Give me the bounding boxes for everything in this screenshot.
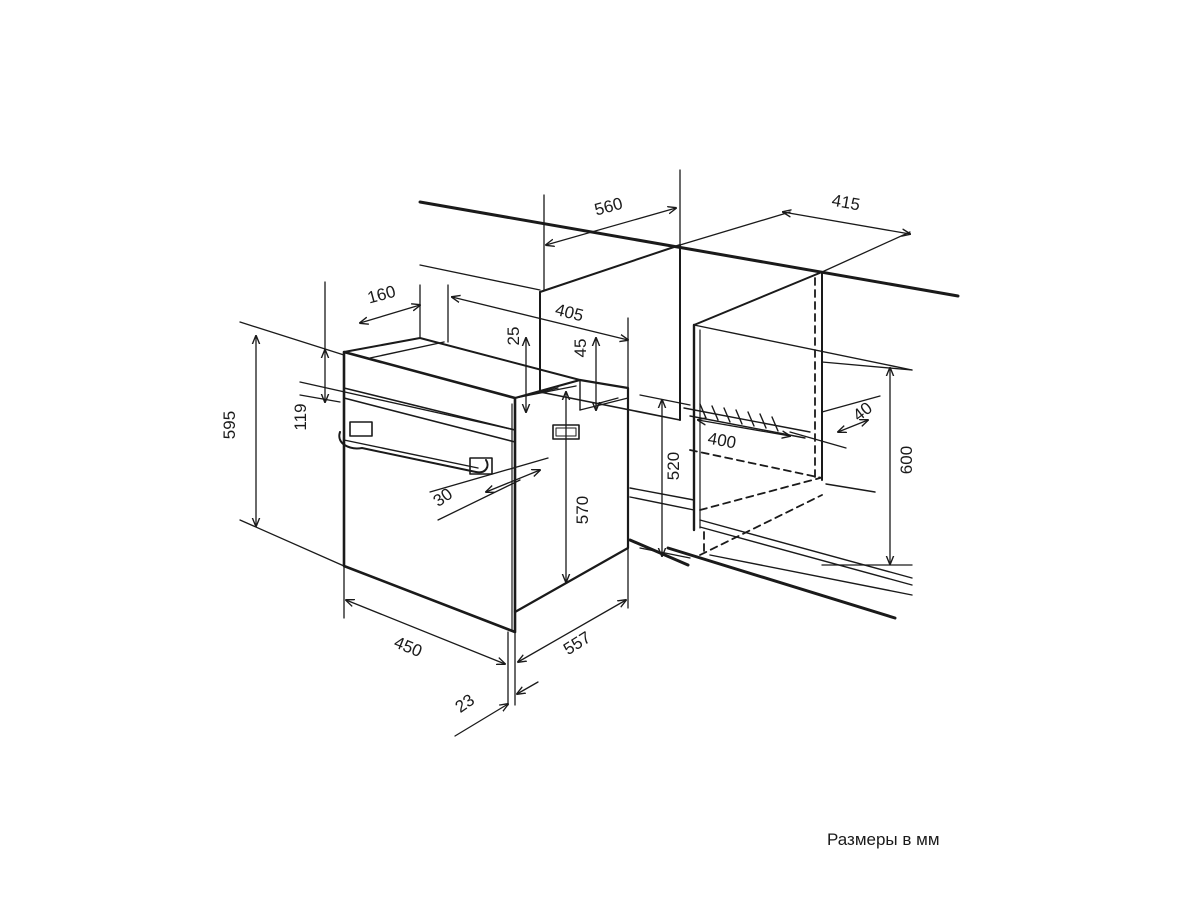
- dim-label-560: 560: [592, 194, 624, 220]
- dim-label-119: 119: [291, 403, 310, 430]
- dim-label-595: 595: [220, 411, 239, 439]
- dim-label-40: 40: [849, 398, 876, 425]
- dim-label-30: 30: [430, 484, 456, 510]
- dim-label-557: 557: [560, 628, 594, 659]
- dim-label-400: 400: [706, 429, 737, 453]
- dim-label-405: 405: [553, 300, 585, 325]
- dim-label-25: 25: [504, 327, 523, 346]
- dim-label-45: 45: [571, 339, 590, 358]
- units-caption: Размеры в мм: [827, 830, 940, 849]
- dim-label-520: 520: [664, 452, 683, 480]
- dim-label-160: 160: [365, 282, 397, 308]
- dim-label-415: 415: [830, 191, 861, 215]
- dim-label-600: 600: [897, 446, 916, 474]
- dimension-lines: [239, 169, 913, 737]
- oven-body: [338, 337, 630, 634]
- cabinet-niche: [418, 200, 960, 620]
- dim-label-570: 570: [573, 496, 592, 524]
- dim-label-23: 23: [452, 690, 478, 716]
- dim-label-450: 450: [391, 633, 424, 661]
